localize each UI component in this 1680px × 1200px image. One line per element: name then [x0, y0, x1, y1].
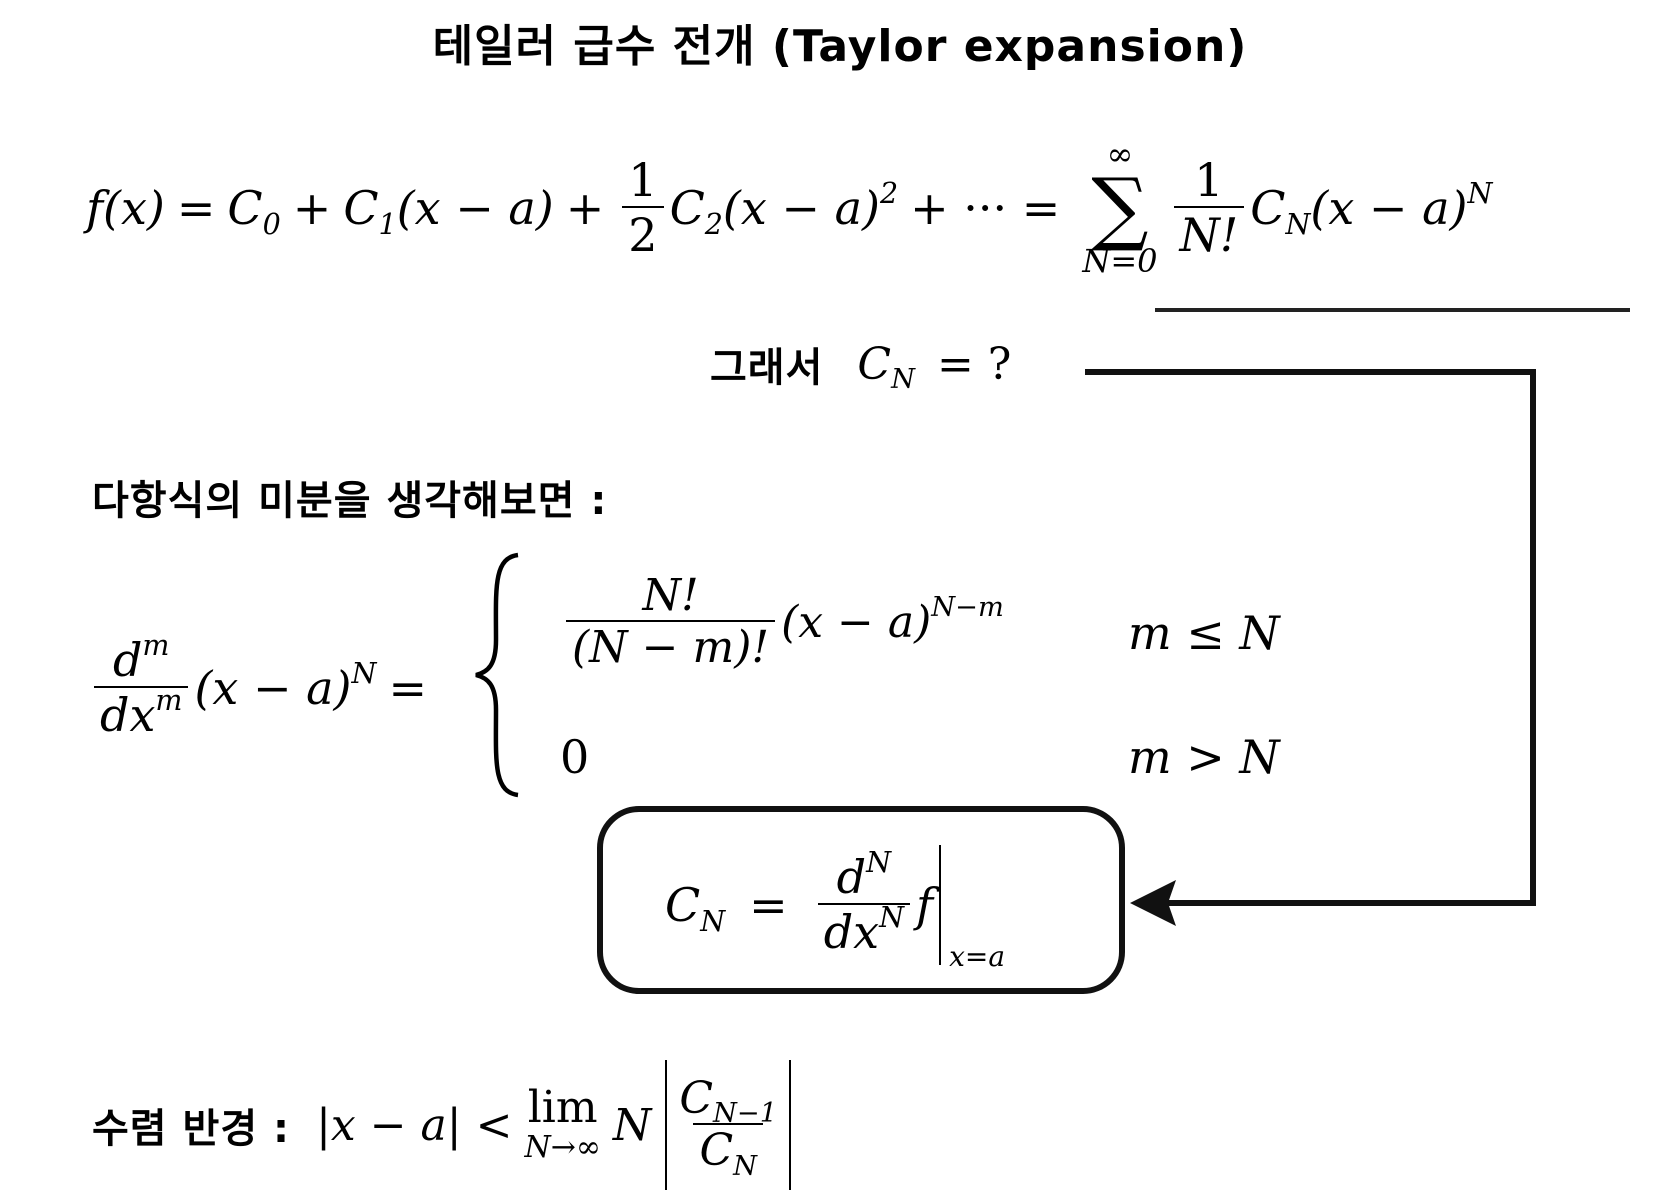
one-over-n-factorial: 1 N!: [1173, 155, 1245, 260]
result-equals: =: [749, 878, 788, 932]
result-f: f: [916, 878, 934, 932]
evaluation-bar: x=a: [939, 845, 1005, 973]
left-brace: [468, 540, 528, 810]
term-x-minus-a-squared: (x − a)2: [722, 176, 899, 235]
diff-label: 다항식의 미분을 생각해보면 :: [92, 478, 608, 524]
question-line: 그래서 CN = ?: [710, 335, 1012, 396]
radius-n: N: [612, 1099, 652, 1151]
case2-condition: m > N: [1128, 730, 1280, 784]
plus-sign: +: [292, 181, 332, 235]
coef-cn: CN: [1250, 181, 1311, 241]
dn-dxn-fraction: dN dxN: [817, 847, 911, 957]
question-cn: CN: [857, 338, 915, 396]
abs-bar-right: [789, 1060, 792, 1190]
case1-condition: m ≤ N: [1128, 606, 1280, 660]
limit-operator: lim N→∞: [524, 1081, 601, 1165]
abs-bar-left: [665, 1060, 668, 1190]
equals-sign: =: [176, 181, 216, 235]
result-equation: CN = dN dxN f x=a: [665, 830, 1005, 980]
derivative-lhs: dm dxm (x − a)N =: [88, 618, 439, 758]
case1-x-minus-a: (x − a)N−m: [781, 592, 1004, 648]
coef-c0: C0: [227, 181, 281, 241]
coef-c2: C2: [669, 181, 723, 241]
dm-dxm-fraction: dm dxm: [94, 630, 189, 740]
term-x-minus-a: (x − a): [396, 181, 554, 235]
question-label: 그래서: [710, 345, 824, 391]
lhs-f-of-x: f(x): [86, 181, 165, 235]
case2-value: 0: [560, 730, 590, 784]
half-fraction: 1 2: [622, 155, 664, 260]
arrow-head-icon: [1130, 880, 1176, 926]
result-cn: CN: [665, 878, 726, 938]
deriv-equals: =: [388, 661, 427, 715]
radius-label: 수렴 반경 :: [92, 1106, 291, 1152]
page-title: 테일러 급수 전개 (Taylor expansion): [432, 21, 1248, 72]
question-equals: = ?: [936, 338, 1012, 390]
taylor-series-equation: f(x) = C0 + C1 (x − a) + 1 2 C2 (x − a)2…: [86, 128, 1492, 288]
deriv-x-minus-a-n: (x − a)N: [194, 656, 377, 715]
summation-symbol: ∞ ∑ N=0: [1082, 134, 1158, 280]
plus-sign-2: +: [565, 181, 605, 235]
ellipsis-equals: + ··· =: [910, 181, 1061, 235]
radius-line: 수렴 반경 : |x − a| < lim N→∞ N CN−1 CN: [92, 1055, 792, 1195]
case1-fraction: N! (N − m)!: [566, 571, 776, 673]
coef-c1: C1: [343, 181, 397, 241]
case-row-1: N! (N − m)! (x − a)N−m: [560, 571, 1004, 673]
sum-underline: [1155, 308, 1630, 312]
radius-lhs: |x − a| <: [316, 1099, 513, 1151]
result-box: [597, 806, 1125, 994]
ratio-fraction: CN−1 CN: [679, 1072, 778, 1182]
term-x-minus-a-power-n: (x − a)N: [1310, 176, 1493, 235]
